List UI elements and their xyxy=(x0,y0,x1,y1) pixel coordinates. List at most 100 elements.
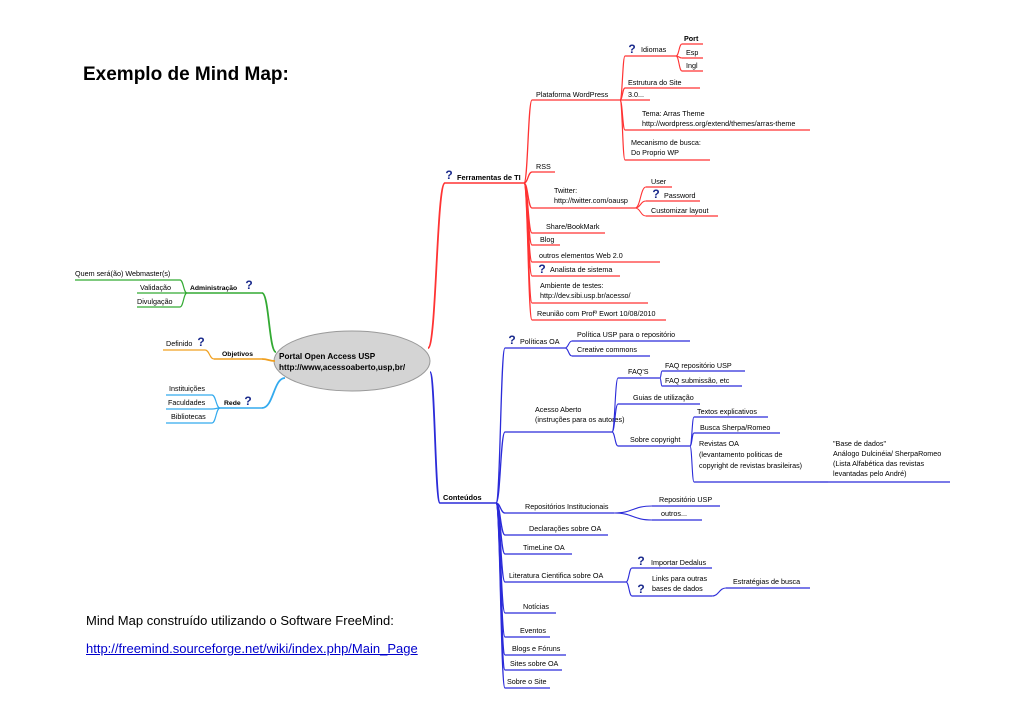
node-busca-sherpa[interactable]: Busca Sherpa/Romeo xyxy=(700,423,770,432)
node-literatura[interactable]: Literatura Cientifica sobre OA xyxy=(509,571,603,580)
node-noticias[interactable]: Notícias xyxy=(523,602,549,611)
node-ingl[interactable]: Ingl xyxy=(686,61,698,70)
node-textos[interactable]: Textos explicativos xyxy=(697,407,757,416)
node-outros-repo[interactable]: outros... xyxy=(661,509,687,518)
node-mecanismo[interactable]: Mecanismo de busca:Do Proprio WP xyxy=(631,138,701,157)
question-icon: ? xyxy=(538,262,545,276)
connector xyxy=(261,377,286,409)
svg-text:?: ? xyxy=(244,394,251,408)
connector xyxy=(619,99,626,161)
connector xyxy=(523,182,533,321)
svg-text:?: ? xyxy=(637,582,644,596)
node-estrategias[interactable]: Estratégias de busca xyxy=(733,577,800,586)
question-icon: ? xyxy=(637,554,644,568)
svg-text:?: ? xyxy=(508,333,515,347)
connector xyxy=(179,292,188,308)
node-reuniao[interactable]: Reunião com Profº Ewort 10/08/2010 xyxy=(537,309,656,318)
node-repositorios[interactable]: Repositórios Institucionais xyxy=(525,502,609,511)
question-icon: ? xyxy=(445,168,452,182)
connector xyxy=(625,581,633,597)
connector xyxy=(659,377,663,387)
node-conteudos[interactable]: Conteúdos xyxy=(443,493,482,502)
node-guias[interactable]: Guias de utilização xyxy=(633,393,694,402)
connector xyxy=(564,347,573,357)
node-bibliotecas[interactable]: Bibliotecas xyxy=(171,412,206,421)
svg-text:?: ? xyxy=(197,335,204,349)
node-rede[interactable]: Rede xyxy=(224,400,241,407)
connector xyxy=(427,182,446,349)
node-administracao[interactable]: Administração xyxy=(190,285,237,292)
node-sites[interactable]: Sites sobre OA xyxy=(510,659,559,668)
node-importar[interactable]: Importar Dedalus xyxy=(651,558,707,567)
connector xyxy=(613,512,653,521)
node-instituicoes[interactable]: Instituições xyxy=(169,384,205,393)
question-icon: ? xyxy=(652,187,659,201)
node-esp[interactable]: Esp xyxy=(686,48,698,57)
connector xyxy=(495,502,506,689)
node-repo-usp[interactable]: Repositório USP xyxy=(659,495,712,504)
connector xyxy=(523,99,533,184)
connector xyxy=(675,43,683,57)
node-estrutura[interactable]: Estrutura do Site xyxy=(628,78,682,87)
node-sobre-copy[interactable]: Sobre copyright xyxy=(630,435,680,444)
node-outros-web[interactable]: outros elementos Web 2.0 xyxy=(539,251,623,260)
connector xyxy=(261,358,276,362)
node-customizar[interactable]: Customizar layout xyxy=(651,206,709,215)
connector xyxy=(675,55,683,72)
node-blogs-foruns[interactable]: Blogs e Fóruns xyxy=(512,644,561,653)
connector xyxy=(211,394,221,409)
connector xyxy=(204,349,215,360)
node-faq-repo[interactable]: FAQ repositório USP xyxy=(665,361,732,370)
page-title: Exemplo de Mind Map: xyxy=(83,64,289,85)
node-port[interactable]: Port xyxy=(684,34,699,43)
node-twitter[interactable]: Twitter:http://twitter.com/oausp xyxy=(554,186,628,205)
question-icon: ? xyxy=(508,333,515,347)
node-ferramentas[interactable]: Ferramentas de TI xyxy=(457,173,521,182)
node-webmaster[interactable]: Quem será(ão) Webmaster(s) xyxy=(75,269,170,278)
svg-text:?: ? xyxy=(628,42,635,56)
node-blog[interactable]: Blog xyxy=(540,235,554,244)
node-base-dados[interactable]: "Base de dados"Análogo Dulcinéia/ Sherpa… xyxy=(833,439,941,478)
question-icon: ? xyxy=(245,278,252,292)
node-politicas[interactable]: Políticas OA xyxy=(520,337,560,346)
node-faculdades[interactable]: Faculdades xyxy=(168,398,206,407)
freemind-link[interactable]: http://freemind.sourceforge.net/wiki/ind… xyxy=(86,641,418,656)
node-password[interactable]: Password xyxy=(664,191,696,200)
connector xyxy=(211,407,221,424)
node-creative[interactable]: Creative commons xyxy=(577,345,637,354)
node-faqs[interactable]: FAQ'S xyxy=(628,367,649,376)
node-plataforma[interactable]: Plataforma WordPress xyxy=(536,90,609,99)
node-declaracoes[interactable]: Declarações sobre OA xyxy=(529,524,602,533)
node-share[interactable]: Share/BookMark xyxy=(546,222,600,231)
node-divulgacao[interactable]: Divulgação xyxy=(137,297,173,306)
connector xyxy=(711,587,727,597)
node-user[interactable]: User xyxy=(651,177,667,186)
node-politica-usp[interactable]: Política USP para o repositório xyxy=(577,330,675,339)
node-sobre-site[interactable]: Sobre o Site xyxy=(507,677,547,686)
connector xyxy=(659,370,663,379)
connector xyxy=(564,340,573,349)
connector xyxy=(689,432,695,447)
connector xyxy=(261,292,277,353)
node-acesso-aberto[interactable]: Acesso Aberto(instruções para os autores… xyxy=(535,405,625,424)
node-analista[interactable]: Analista de sistema xyxy=(550,265,612,274)
node-validacao[interactable]: Validação xyxy=(140,283,171,292)
svg-text:?: ? xyxy=(445,168,452,182)
node-ambiente[interactable]: Ambiente de testes:http://dev.sibi.usp.b… xyxy=(540,281,631,300)
node-faq-sub[interactable]: FAQ submissão, etc xyxy=(665,376,730,385)
node-versao[interactable]: 3.0... xyxy=(628,90,644,99)
node-rss[interactable]: RSS xyxy=(536,162,551,171)
node-objetivos[interactable]: Objetivos xyxy=(222,351,253,358)
node-timeline[interactable]: TimeLine OA xyxy=(523,543,565,552)
node-eventos[interactable]: Eventos xyxy=(520,626,546,635)
node-idiomas[interactable]: Idiomas xyxy=(641,45,667,54)
connector xyxy=(619,55,626,101)
svg-text:?: ? xyxy=(652,187,659,201)
node-definido[interactable]: Definido xyxy=(166,339,192,348)
